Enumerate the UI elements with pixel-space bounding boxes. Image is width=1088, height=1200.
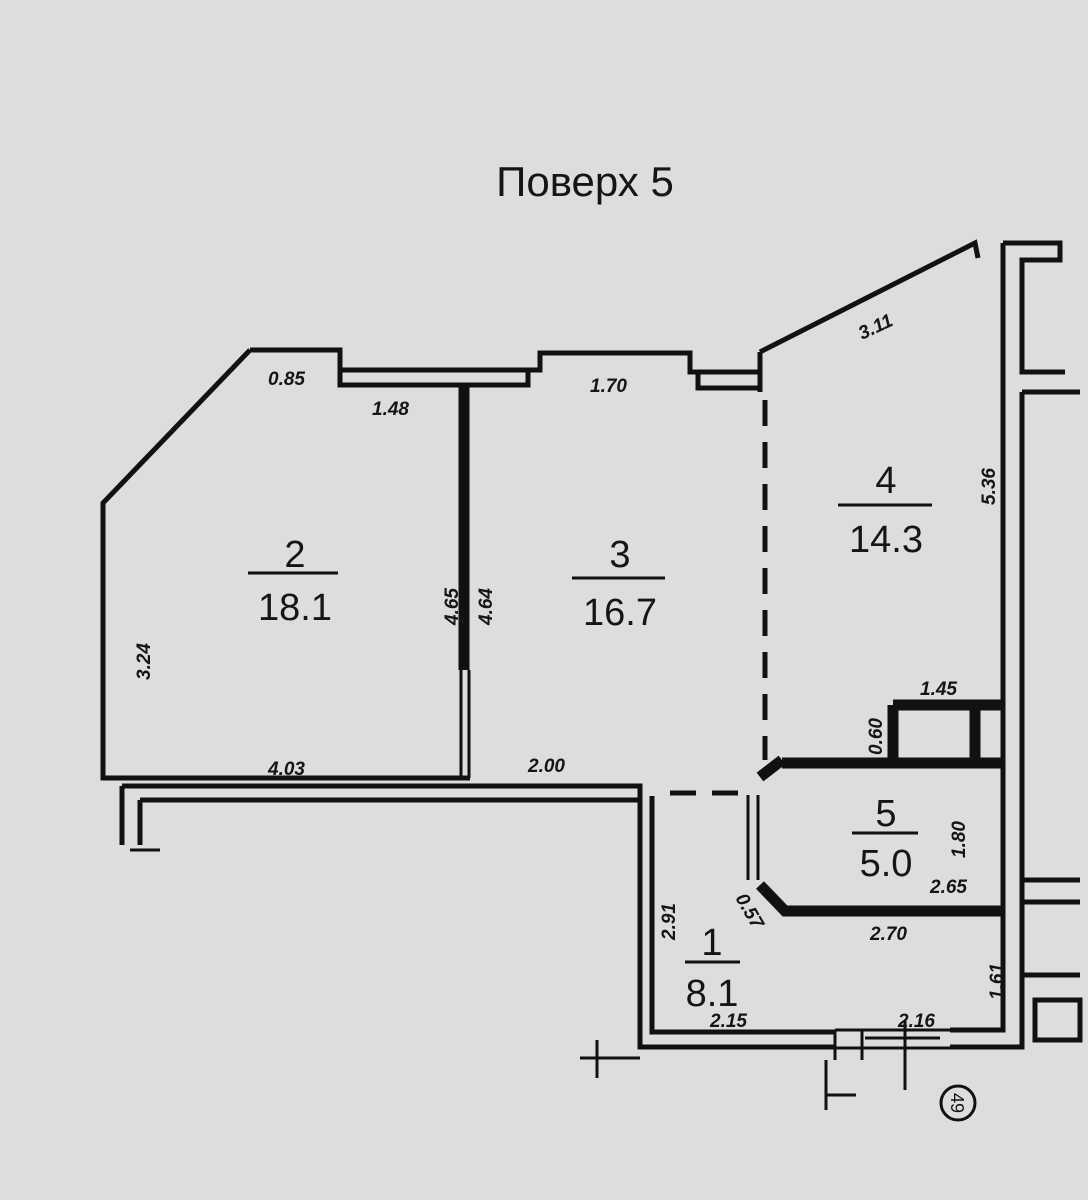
dimension-label: 2.91 bbox=[659, 903, 680, 941]
room-number: 4 bbox=[875, 460, 896, 502]
dimension-label: 4.65 bbox=[442, 588, 463, 626]
room-number: 5 bbox=[875, 793, 896, 835]
axis-marker: 49 bbox=[939, 1084, 977, 1122]
dimension-label: 1.61 bbox=[987, 963, 1008, 1000]
room-number: 1 bbox=[701, 922, 722, 964]
dimension-label: 2.15 bbox=[709, 1011, 747, 1032]
dimension-label: 3.11 bbox=[855, 310, 896, 344]
dimension-label: 0.57 bbox=[731, 890, 768, 934]
dimension-label: 0.85 bbox=[268, 369, 305, 390]
dimension-label: 1.48 bbox=[372, 399, 409, 420]
dimension-label: 4.64 bbox=[476, 588, 497, 626]
dimension-label: 1.45 bbox=[920, 679, 957, 700]
axis-marker-label: 49 bbox=[947, 1093, 967, 1113]
dimension-label: 2.65 bbox=[929, 877, 967, 898]
room-labels: 2 18.1 3 16.7 4 14.3 5 5.0 1 8.1 bbox=[248, 460, 932, 1015]
room-area: 14.3 bbox=[849, 519, 923, 561]
dimension-label: 2.16 bbox=[897, 1011, 935, 1032]
floor-title: Поверх 5 bbox=[496, 158, 674, 205]
dimension-label: 4.03 bbox=[267, 759, 305, 780]
wall-right bbox=[950, 240, 1080, 1033]
wall-room2-left bbox=[100, 348, 470, 781]
room-area: 16.7 bbox=[583, 592, 657, 634]
dimension-label: 3.24 bbox=[134, 643, 155, 680]
dimension-label: 1.80 bbox=[949, 821, 970, 858]
dimension-label: 2.00 bbox=[527, 756, 565, 777]
wall-corridor bbox=[119, 783, 835, 1050]
dimension-label: 5.36 bbox=[979, 468, 1000, 505]
dimension-label: 1.70 bbox=[590, 376, 627, 397]
room-number: 3 bbox=[609, 534, 630, 576]
wall-top bbox=[337, 367, 531, 388]
wall-room4-top bbox=[758, 239, 981, 355]
wall-bathroom bbox=[756, 755, 1003, 917]
entrance-window bbox=[833, 1028, 950, 1060]
room-number: 2 bbox=[284, 534, 305, 576]
dimension-label: 0.60 bbox=[866, 718, 887, 755]
room-area: 8.1 bbox=[686, 973, 739, 1015]
dimension-label: 2.70 bbox=[869, 924, 907, 945]
walls bbox=[100, 239, 1083, 1110]
room-area: 18.1 bbox=[258, 587, 332, 629]
dimension-labels: 0.85 1.48 1.70 3.11 5.36 4.65 4.64 3.24 … bbox=[134, 310, 1008, 1032]
room-area: 5.0 bbox=[860, 843, 913, 885]
